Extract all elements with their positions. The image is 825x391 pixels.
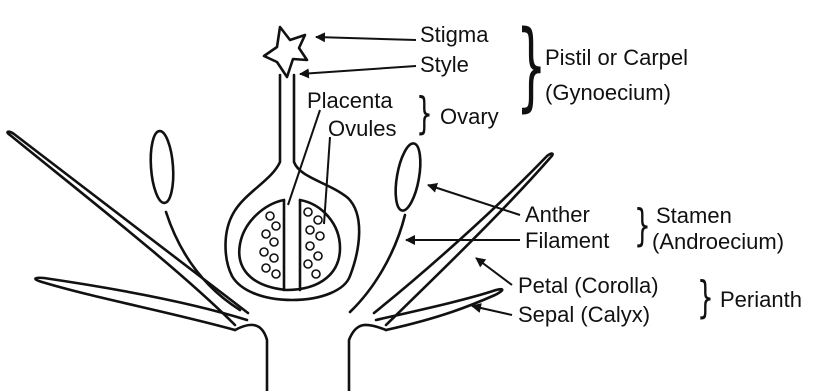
sepal-label: Sepal (Calyx) [518,302,650,328]
petal-arrow [476,258,512,285]
placenta [284,200,300,290]
stamen-label: Stamen [656,203,732,229]
ovary-label: Ovary [440,104,499,130]
anther-right [391,142,424,213]
placenta-label: Placenta [307,88,393,114]
receptacle [235,325,267,391]
gynoecium-label: (Gynoecium) [545,80,671,106]
anther-arrow [428,185,520,215]
petal-left [7,132,248,325]
petal-label: Petal (Corolla) [518,273,659,299]
pistil-brace: } [516,18,547,114]
anther-label: Anther [525,202,590,228]
ovules-pointer [324,137,330,224]
style-arrow [300,66,416,74]
perianth-label: Perianth [720,287,802,313]
sepal-left [35,278,247,330]
stigma-arrow [316,37,416,40]
stigma [264,27,307,77]
filament-label: Filament [525,228,609,254]
anther-left [149,130,176,203]
androecium-label: (Androecium) [652,229,784,255]
stamen-brace: } [634,204,651,248]
style-label: Style [420,52,469,78]
pistil-label: Pistil or Carpel [545,45,688,71]
ovules [260,208,324,278]
sepal-arrow [472,306,512,315]
stigma-label: Stigma [420,22,488,48]
ovules-label: Ovules [328,116,396,142]
ovary-brace: } [416,92,433,136]
perianth-brace: } [697,276,714,320]
receptacle-right [349,325,386,391]
